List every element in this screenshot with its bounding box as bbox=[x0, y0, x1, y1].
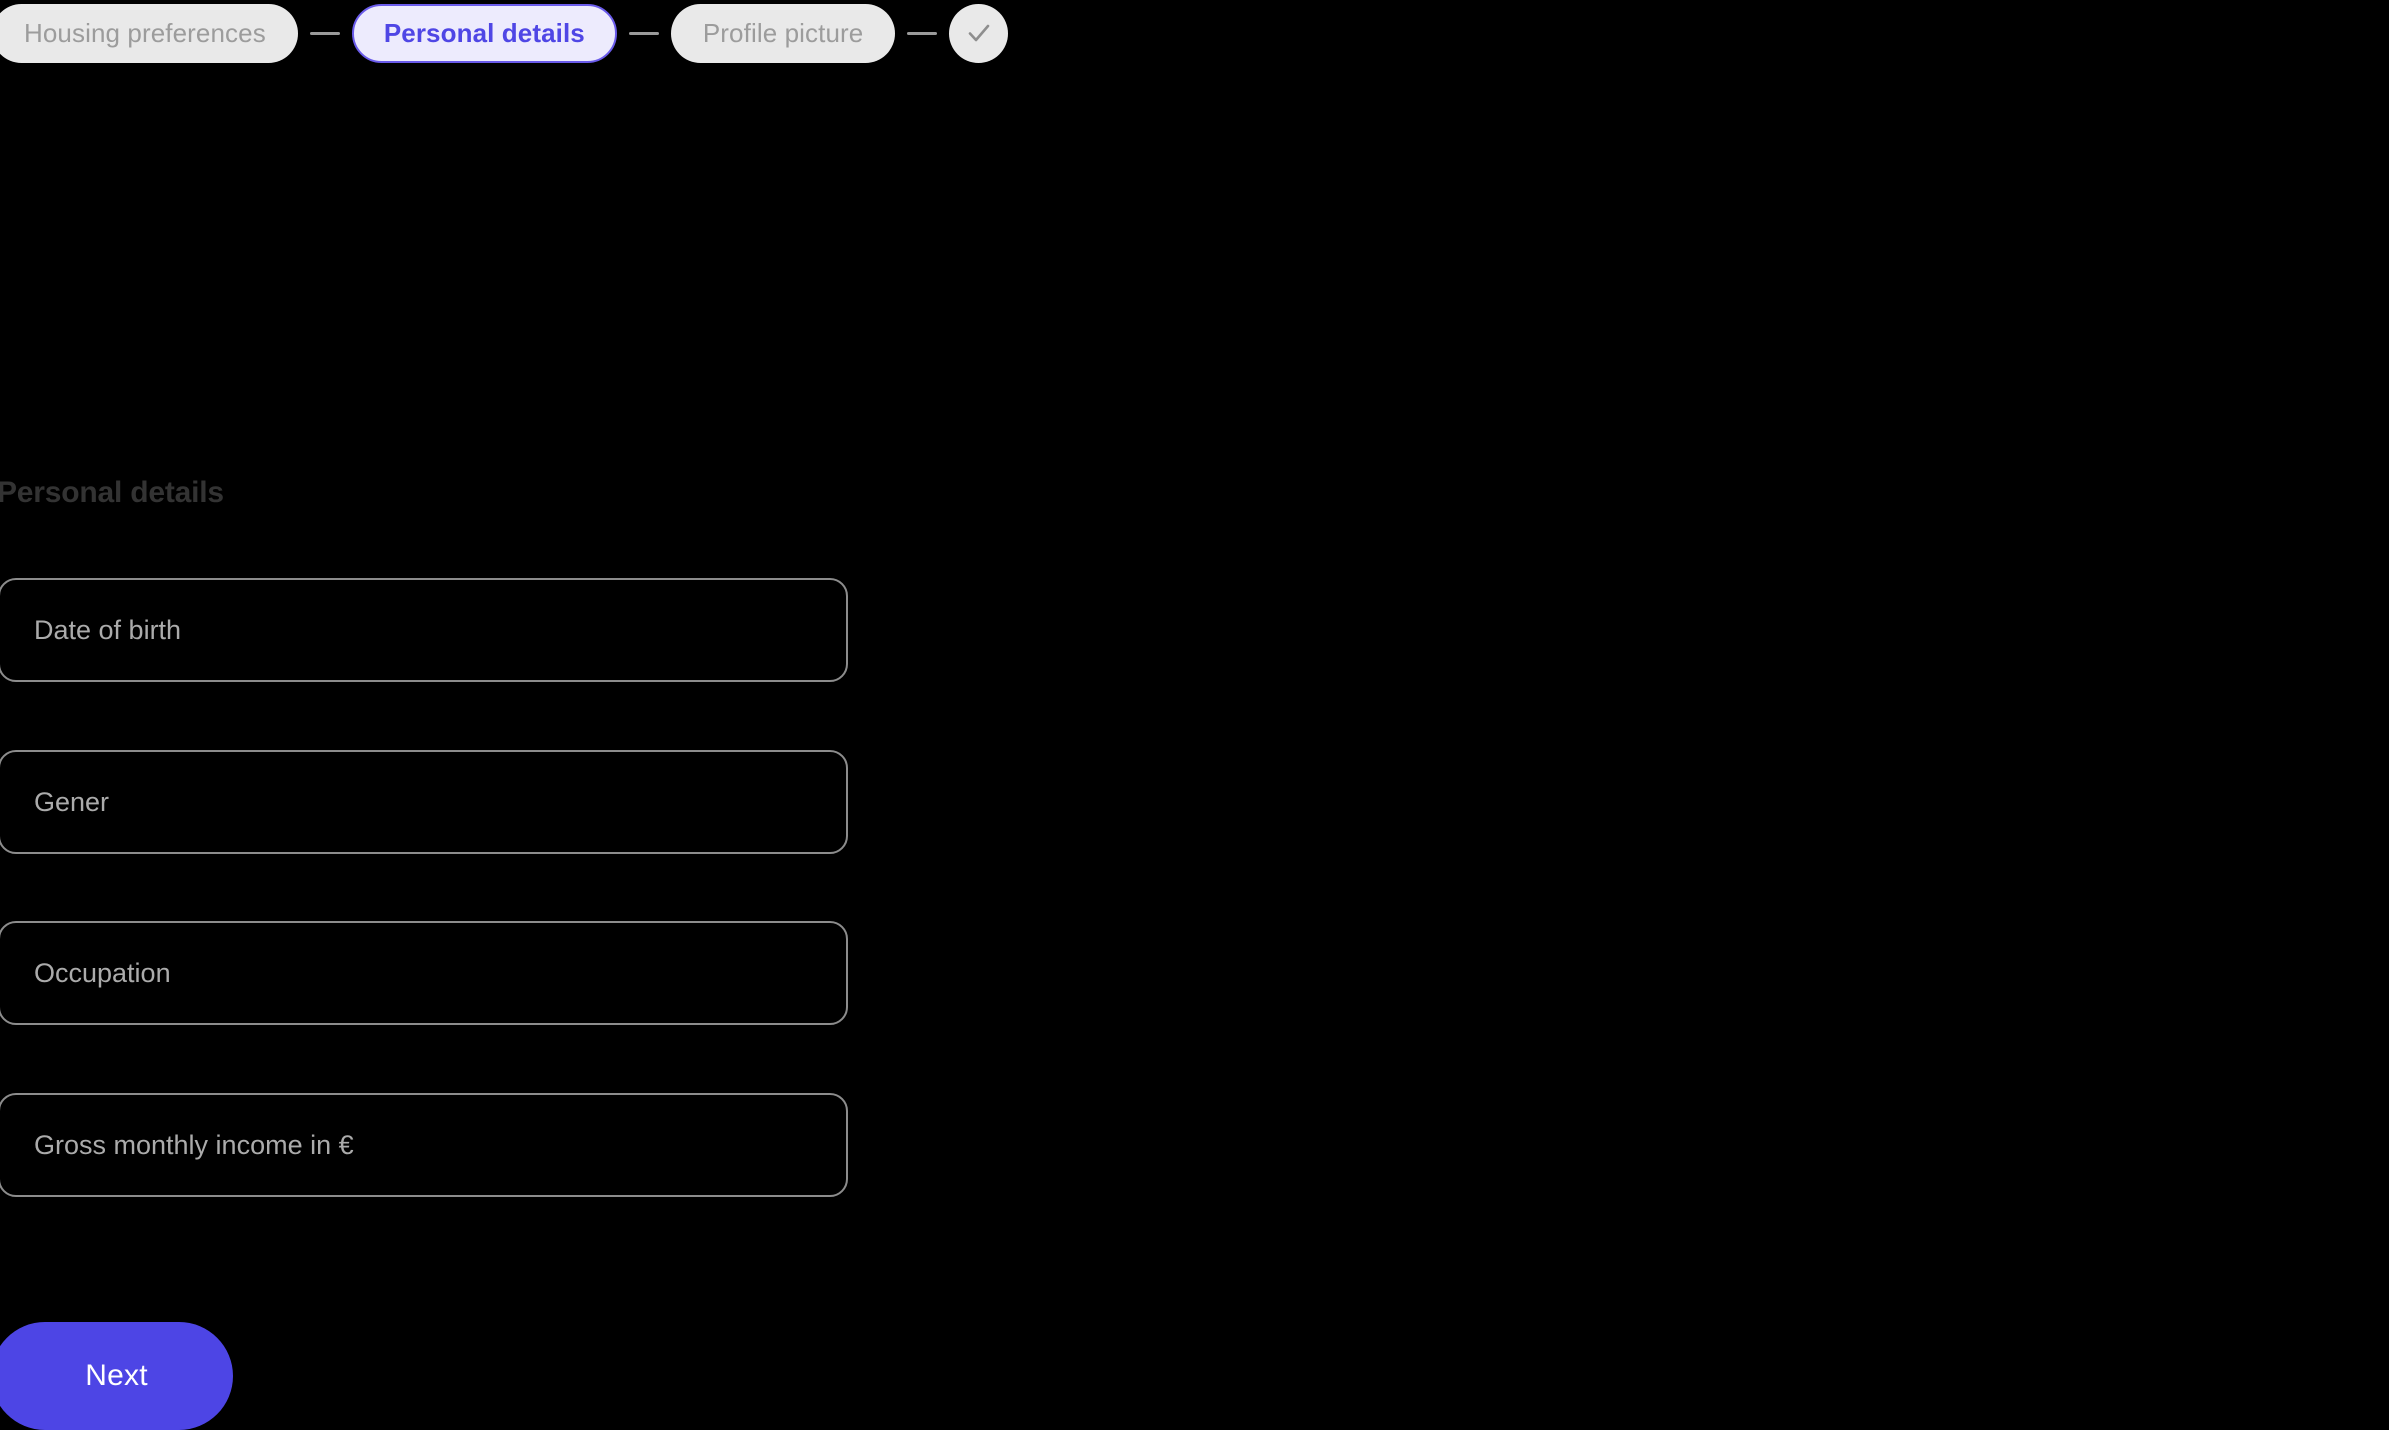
stepper-step-complete[interactable] bbox=[949, 3, 1009, 63]
stepper-step-label: Personal details bbox=[383, 18, 585, 48]
page-title: Personal details bbox=[0, 476, 224, 509]
stepper-step-label: Profile picture bbox=[702, 18, 864, 48]
stepper-step-label: Housing preferences bbox=[24, 18, 266, 48]
stepper-step-profile-picture[interactable]: Profile picture bbox=[670, 3, 896, 63]
gender-input[interactable] bbox=[0, 750, 848, 854]
stepper-step-personal-details[interactable]: Personal details bbox=[351, 3, 617, 63]
date-of-birth-input[interactable] bbox=[0, 578, 848, 682]
form-stepper: Housing preferences Personal details Pro… bbox=[0, 3, 1009, 63]
stepper-connector bbox=[907, 31, 938, 35]
stepper-connector bbox=[309, 31, 340, 35]
occupation-input[interactable] bbox=[0, 921, 848, 1025]
check-icon bbox=[963, 17, 995, 49]
stepper-connector bbox=[628, 31, 659, 35]
stepper-step-housing-preferences[interactable]: Housing preferences bbox=[0, 3, 298, 63]
next-button[interactable]: Next bbox=[0, 1322, 233, 1430]
gross-monthly-income-input[interactable] bbox=[0, 1093, 848, 1197]
